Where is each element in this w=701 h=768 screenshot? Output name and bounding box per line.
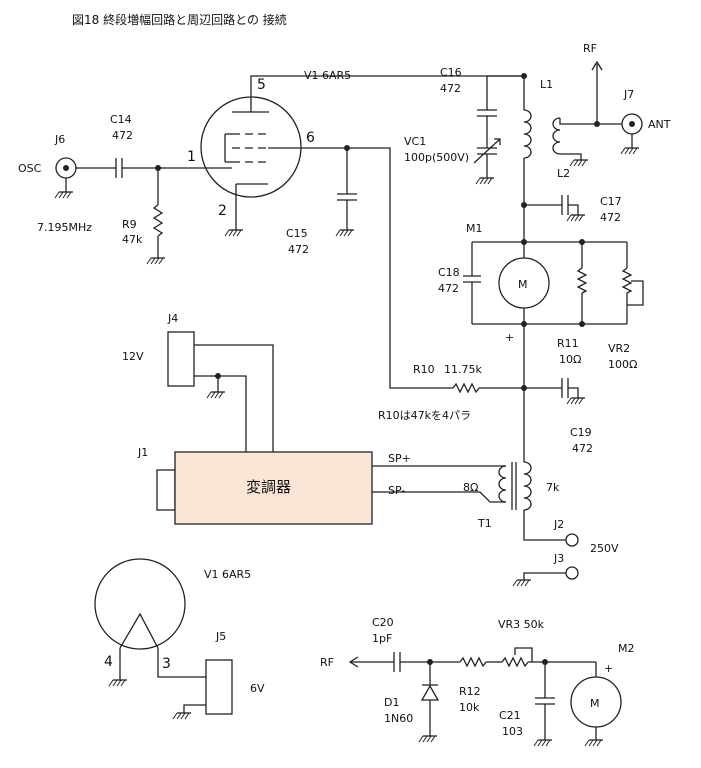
connector-j1 bbox=[156, 469, 176, 511]
pin-4-label: 4 bbox=[104, 654, 113, 670]
m2-symbol: M bbox=[590, 697, 600, 710]
vr3-label: VR3 50k bbox=[498, 618, 545, 631]
resistor-r9 bbox=[146, 168, 166, 265]
connector-j4 bbox=[167, 331, 274, 452]
c18-label: C18 bbox=[438, 266, 460, 279]
c17-value: 472 bbox=[600, 211, 621, 224]
d1-label: D1 bbox=[384, 696, 399, 709]
c14-label: C14 bbox=[110, 113, 132, 126]
m1-label: M1 bbox=[466, 222, 483, 235]
j2-label: J2 bbox=[553, 518, 564, 531]
ant-label: ANT bbox=[648, 118, 671, 131]
r10-label: R10 bbox=[413, 363, 435, 376]
vc1-label: VC1 bbox=[404, 135, 426, 148]
meter-m1: M bbox=[498, 242, 550, 324]
pin-6-label: 6 bbox=[306, 130, 315, 146]
m2-plus-sign: + bbox=[604, 662, 613, 675]
connector-j7 bbox=[597, 113, 643, 155]
connector-j2 bbox=[565, 533, 579, 547]
j5-label: J5 bbox=[215, 630, 226, 643]
sp-plus-label: SP+ bbox=[388, 452, 411, 465]
connector-j6 bbox=[54, 157, 77, 199]
c21-label: C21 bbox=[499, 709, 521, 722]
l1-label: L1 bbox=[540, 78, 553, 91]
r9-label: R9 bbox=[122, 218, 137, 231]
c14-value: 472 bbox=[112, 129, 133, 142]
rf-input-label: RF bbox=[320, 656, 334, 669]
c18-value: 472 bbox=[438, 282, 459, 295]
sp-minus-label: SP- bbox=[388, 484, 405, 497]
vc1-value: 100p(500V) bbox=[404, 151, 469, 164]
rf-output-label: RF bbox=[583, 42, 597, 55]
c16-value: 472 bbox=[440, 82, 461, 95]
d1-value: 1N60 bbox=[384, 712, 413, 725]
r10-value: 11.75k bbox=[444, 363, 482, 376]
capacitor-c21 bbox=[533, 662, 555, 747]
c17-label: C17 bbox=[600, 195, 622, 208]
potentiometer-vr3 bbox=[501, 647, 596, 668]
t1-label: T1 bbox=[477, 517, 492, 530]
modulator-label: 変調器 bbox=[246, 478, 291, 496]
l2-label: L2 bbox=[557, 167, 570, 180]
m1-symbol: M bbox=[518, 278, 528, 291]
j6-label: J6 bbox=[54, 133, 65, 146]
r10-note: R10は47kを4パラ bbox=[378, 409, 471, 422]
voltage-12v-label: 12V bbox=[122, 350, 144, 363]
transformer-t1 bbox=[370, 461, 532, 511]
connector-j3 bbox=[565, 566, 579, 580]
r11-label: R11 bbox=[557, 337, 579, 350]
connector-j5 bbox=[172, 659, 233, 720]
vr2-label: VR2 bbox=[608, 342, 630, 355]
meter-m2: M bbox=[570, 662, 622, 747]
inductor-l1 bbox=[523, 76, 532, 240]
r12-value: 10k bbox=[459, 701, 480, 714]
j3-label: J3 bbox=[553, 552, 564, 565]
resistor-r12 bbox=[459, 656, 502, 668]
capacitor-c15 bbox=[335, 148, 357, 237]
m1-plus-sign: + bbox=[505, 331, 514, 344]
frequency-label: 7.195MHz bbox=[37, 221, 92, 234]
c15-label: C15 bbox=[286, 227, 308, 240]
pin-2-label: 2 bbox=[218, 203, 227, 219]
voltage-250v-label: 250V bbox=[590, 542, 619, 555]
m2-label: M2 bbox=[618, 642, 635, 655]
j1-label: J1 bbox=[137, 446, 148, 459]
osc-label: OSC bbox=[18, 162, 42, 175]
modulator-box bbox=[174, 451, 373, 525]
c15-value: 472 bbox=[288, 243, 309, 256]
c20-value: 1pF bbox=[372, 632, 392, 645]
c21-value: 103 bbox=[502, 725, 523, 738]
pin-1-label: 1 bbox=[187, 149, 196, 165]
pin-3-label: 3 bbox=[162, 656, 171, 672]
voltage-6v-label: 6V bbox=[250, 682, 265, 695]
resistor-r10 bbox=[452, 382, 524, 394]
tube-v1-heater bbox=[94, 558, 206, 687]
primary-7k-label: 7k bbox=[546, 481, 560, 494]
figure-title: 図18 終段増幅回路と周辺回路との 接続 bbox=[72, 12, 287, 27]
vr2-value: 100Ω bbox=[608, 358, 637, 371]
c19-value: 472 bbox=[572, 442, 593, 455]
secondary-8ohm-label: 8Ω bbox=[463, 481, 478, 494]
c20-label: C20 bbox=[372, 616, 394, 629]
v1-heater-label: V1 6AR5 bbox=[204, 568, 251, 581]
r12-label: R12 bbox=[459, 685, 481, 698]
r11-value: 10Ω bbox=[559, 353, 581, 366]
inductor-l2 bbox=[552, 117, 597, 167]
c19-label: C19 bbox=[570, 426, 592, 439]
pin-5-label: 5 bbox=[257, 77, 266, 93]
j7-label: J7 bbox=[623, 88, 634, 101]
r9-value: 47k bbox=[122, 233, 143, 246]
j4-label: J4 bbox=[167, 312, 178, 325]
diode-d1 bbox=[418, 662, 440, 743]
c16-label: C16 bbox=[440, 66, 462, 79]
